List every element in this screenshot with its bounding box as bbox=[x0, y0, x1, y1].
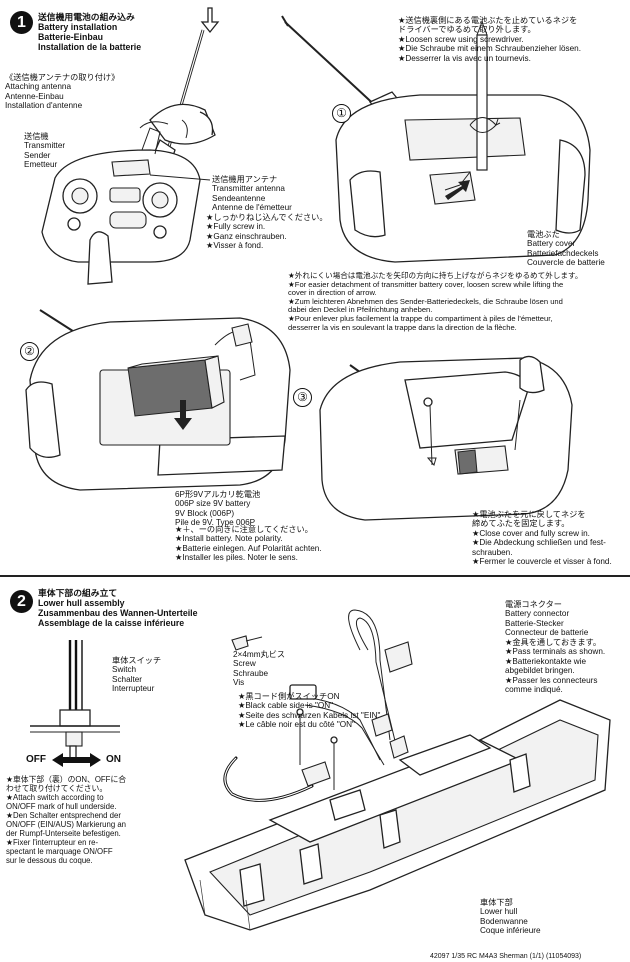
step-1-title: 送信機用電池の組み込み Battery installation Batteri… bbox=[38, 12, 141, 52]
battery-install-illustration bbox=[25, 309, 291, 491]
transmitter-label: 送信機 Transmitter Sender Emetteur bbox=[24, 132, 66, 170]
step-2-number: 2 bbox=[10, 590, 33, 613]
step-1-title-en: Battery installation bbox=[38, 22, 118, 32]
connector-note: ★金具を通しておきます。 ★Pass terminals as shown. ★… bbox=[505, 638, 606, 695]
close-cover-note: ★電池ぶたを元に戻してネジを 締めてふたを固定します。 ★Close cover… bbox=[472, 510, 612, 567]
antenna-note: ★しっかりねじ込んでください。 ★Fully screw in. ★Ganz e… bbox=[206, 213, 328, 251]
transmitter-back-illustration bbox=[281, 15, 591, 263]
lower-hull-illustration bbox=[184, 609, 611, 931]
off-label: OFF bbox=[26, 754, 46, 765]
antenna-label: 送信機用アンテナ Transmitter antenna Sendeantenn… bbox=[212, 175, 292, 213]
antenna-install-illustration bbox=[139, 7, 220, 166]
step-1-title-de: Batterie-Einbau bbox=[38, 32, 104, 42]
connector-label: 電源コネクター Battery connector Batterie-Steck… bbox=[505, 600, 589, 638]
step-2-title-en: Lower hull assembly bbox=[38, 598, 125, 608]
loosen-screw-note: ★送信機裏側にある電池ぶたを止めているネジを ドライバーでゆるめて取り外します。… bbox=[398, 16, 582, 63]
substep-1-marker: ① bbox=[332, 104, 351, 123]
close-cover-illustration bbox=[319, 355, 573, 521]
substep-3-marker: ③ bbox=[293, 388, 312, 407]
switch-detail-illustration bbox=[30, 640, 120, 767]
battery-note: ★＋、ーの向きに注意してください。 ★Install battery. Note… bbox=[175, 525, 322, 563]
black-cable-note: ★黒コード側がスイッチON ★Black cable side is "ON" … bbox=[238, 692, 381, 730]
transmitter-illustration bbox=[41, 127, 211, 285]
step-2-title-fr: Assemblage de la caisse inférieure bbox=[38, 618, 185, 628]
onoff-note: ★車体下部（裏）のON、OFFに合 わせて取り付けてください。 ★Attach … bbox=[6, 775, 127, 865]
lower-hull-label: 車体下部 Lower hull Bodenwanne Coque inférie… bbox=[480, 898, 541, 936]
battery-cover-label: 電池ぶた Battery cover Batteriefachdeckels C… bbox=[527, 230, 605, 268]
step-1-title-fr: Installation de la batterie bbox=[38, 42, 142, 52]
switch-label: 車体スイッチ Switch Schalter Interrupteur bbox=[112, 656, 162, 694]
step-2-title-de: Zusammenbau des Wannen-Unterteile bbox=[38, 608, 198, 618]
screw-label: 2×4mm丸ビス Screw Schraube Vis bbox=[233, 650, 286, 688]
battery-label: 6P形9Vアルカリ乾電池 006P size 9V battery 9V Blo… bbox=[175, 490, 261, 528]
antenna-heading: 《送信機アンテナの取り付け》 Attaching antenna Antenne… bbox=[5, 73, 120, 111]
detach-note: ★外れにくい場合は電池ぶたを矢印の方向に持ち上げながらネジをゆるめて外します。 … bbox=[288, 271, 583, 332]
step-2-title-ja: 車体下部の組み立て bbox=[38, 588, 118, 598]
section-divider bbox=[0, 575, 630, 577]
page-footer: 42097 1/35 RC M4A3 Sherman (1/1) (110540… bbox=[430, 953, 582, 960]
substep-2-marker: ② bbox=[20, 342, 39, 361]
step-2-title: 車体下部の組み立て Lower hull assembly Zusammenba… bbox=[38, 588, 198, 628]
step-1-title-ja: 送信機用電池の組み込み bbox=[38, 12, 135, 22]
on-label: ON bbox=[106, 754, 121, 765]
step-1-number: 1 bbox=[10, 11, 33, 34]
